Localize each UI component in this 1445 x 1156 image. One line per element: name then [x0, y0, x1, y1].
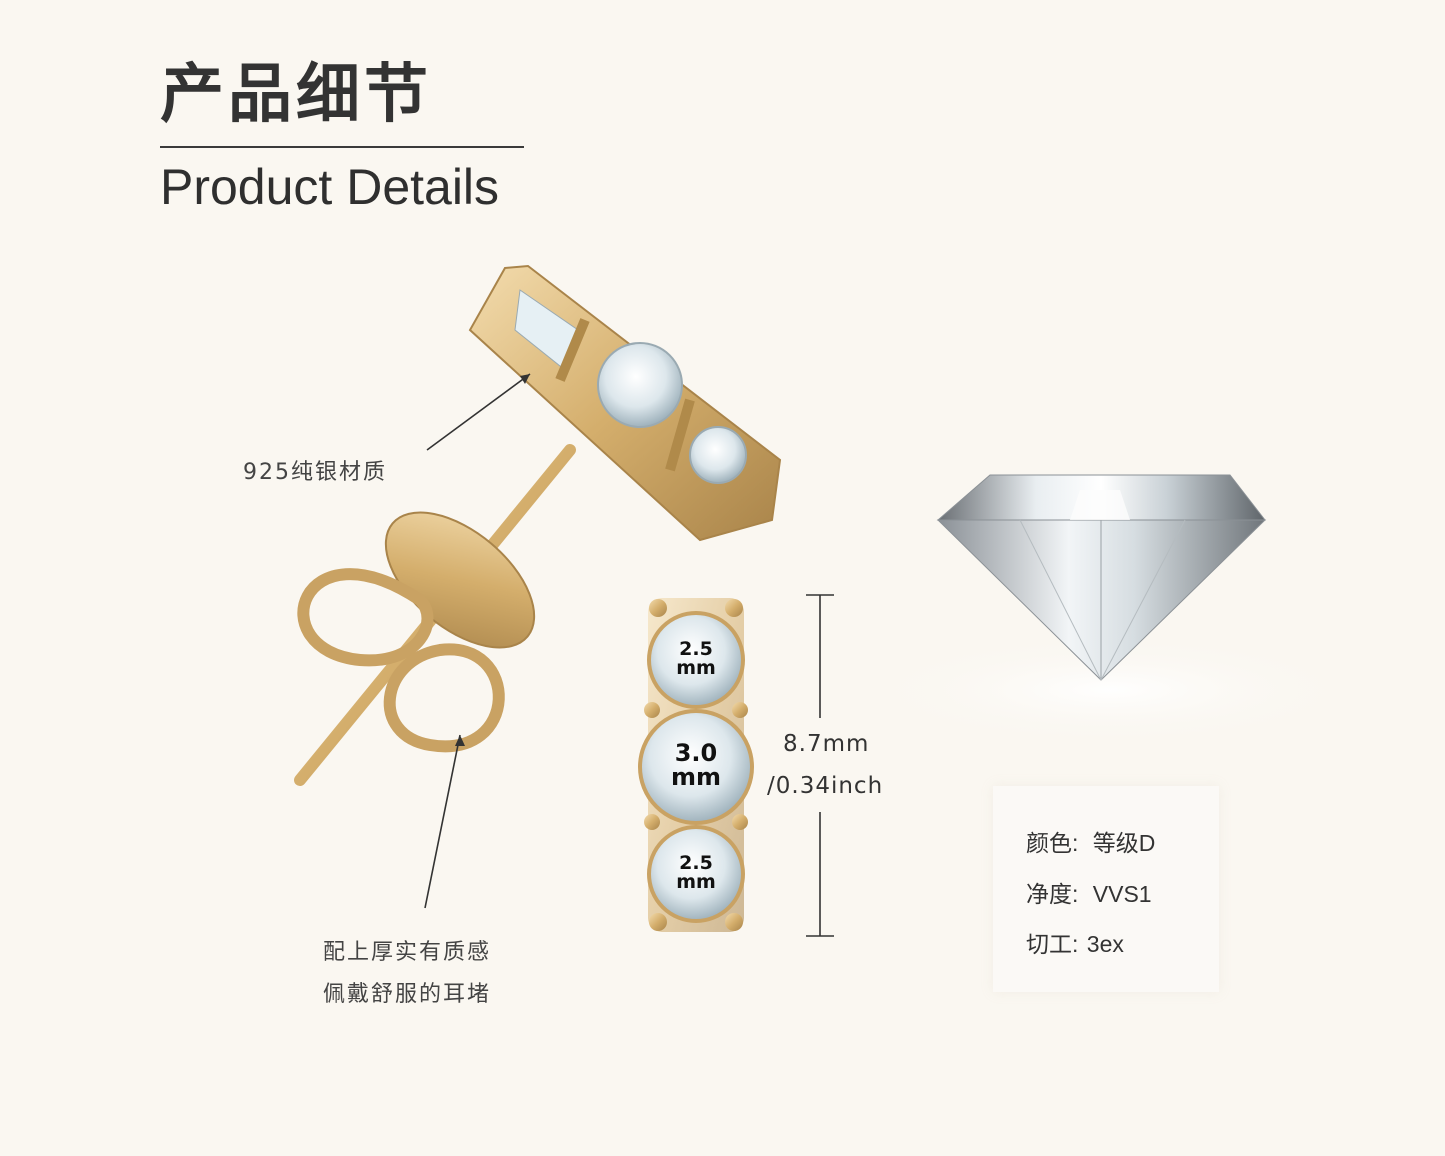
stone-size-top: 2.5 — [679, 638, 713, 660]
stone-size-middle: 3.0 — [674, 739, 718, 767]
backing-label-line1: 配上厚实有质感 — [323, 940, 492, 965]
spec-row-clarity: 净度: VVS1 — [1026, 875, 1152, 909]
stone-unit-bottom: mm — [676, 871, 716, 893]
spec-row-color: 颜色: 等级D — [1026, 824, 1155, 858]
spec-card: 颜色: 等级D 净度: VVS1 切工: 3ex — [993, 786, 1219, 992]
loose-diamond — [860, 474, 1360, 745]
earring-side-view — [294, 264, 782, 786]
page-title-cn: 产品细节 — [160, 58, 432, 132]
dimension-imperial: /0.34inch — [767, 773, 884, 799]
dimension-bracket — [806, 594, 834, 937]
spec-value: VVS1 — [1092, 881, 1152, 907]
spec-label: 颜色: — [1026, 830, 1079, 856]
spec-label: 净度: — [1026, 881, 1079, 907]
spec-value: 3ex — [1086, 931, 1124, 957]
earring-front-view — [638, 598, 754, 932]
backing-label-line2: 佩戴舒服的耳堵 — [323, 982, 492, 1007]
spec-row-cut: 切工: 3ex — [1026, 925, 1124, 959]
stone-unit-top: mm — [676, 657, 716, 679]
stone-middle — [638, 709, 754, 825]
stone-top — [647, 611, 745, 709]
material-label: 925纯银材质 — [243, 460, 387, 485]
stone-size-bottom: 2.5 — [679, 852, 713, 874]
spec-label: 切工: — [1026, 931, 1079, 957]
stone-label-bottom: 2.5 mm — [666, 854, 726, 892]
stone-label-top: 2.5 mm — [666, 640, 726, 678]
page-title-en: Product Details — [160, 159, 500, 215]
stone-unit-middle: mm — [670, 763, 721, 791]
dimension-metric: 8.7mm — [783, 731, 870, 757]
title-divider — [160, 146, 524, 148]
backing-label: 配上厚实有质感 佩戴舒服的耳堵 — [323, 932, 491, 1016]
spec-value: 等级D — [1092, 830, 1156, 856]
backing-callout-line — [424, 734, 461, 909]
material-callout-line — [426, 373, 531, 451]
stone-bottom — [647, 825, 745, 923]
stone-label-middle: 3.0 mm — [661, 741, 731, 789]
